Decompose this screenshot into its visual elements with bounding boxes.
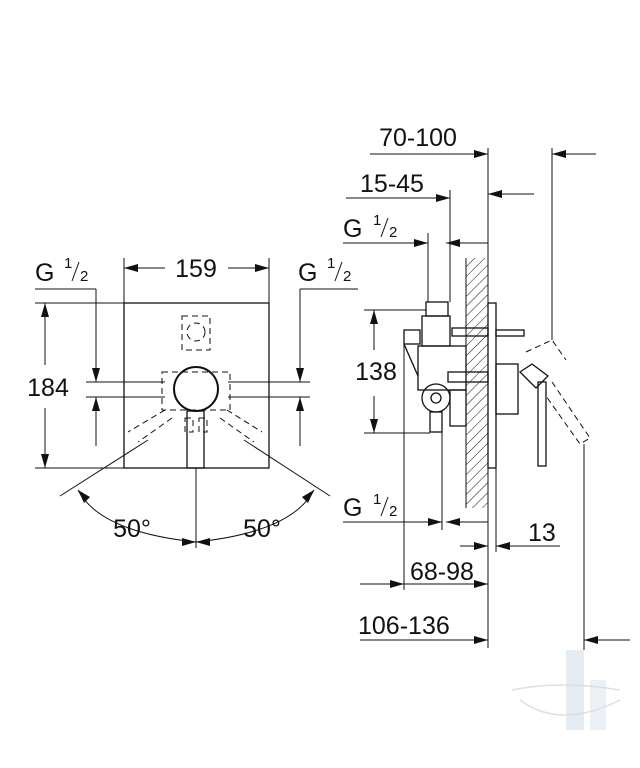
thread-bottom-num: 1 xyxy=(373,491,381,508)
thread-top-main: G xyxy=(343,215,362,243)
thread-right-main: G xyxy=(298,259,317,287)
wall-hatch xyxy=(466,258,488,508)
watermark-logo xyxy=(511,650,621,730)
handle-knob xyxy=(173,366,219,412)
thread-bottom-den: 2 xyxy=(389,503,397,520)
thread-left-den: 2 xyxy=(80,268,88,285)
thread-top-num: 1 xyxy=(373,212,381,229)
thread-left-main: G xyxy=(35,259,54,287)
thread-top-den: 2 xyxy=(389,224,397,241)
height-label: 184 xyxy=(27,374,69,402)
thread-left-num: 1 xyxy=(64,255,72,272)
dim-bottom-label: 106-136 xyxy=(358,612,450,640)
dim-recess-label: 15-45 xyxy=(360,170,424,198)
dim-plate-label: 13 xyxy=(528,519,556,547)
side-valve-body xyxy=(403,301,489,433)
angle-left-label: 50° xyxy=(113,515,151,543)
angle-right-label: 50° xyxy=(243,515,281,543)
cover-plate xyxy=(123,302,270,469)
handle-lever xyxy=(186,410,205,469)
side-view: 70-100 15-45 G 1 2 138 xyxy=(343,124,630,650)
dim-mid-label: 68-98 xyxy=(410,558,474,586)
thread-right-den: 2 xyxy=(343,268,351,285)
valve-body-hidden xyxy=(127,315,263,443)
thread-right-num: 1 xyxy=(327,255,335,272)
side-handle xyxy=(495,329,591,467)
thread-bottom-main: G xyxy=(343,494,362,522)
side-cover-plate xyxy=(487,302,497,469)
dim-height-label: 138 xyxy=(355,358,397,386)
front-view: 159 184 G 1 2 G 1 2 xyxy=(27,255,358,548)
width-label: 159 xyxy=(175,255,217,283)
dim-top-label: 70-100 xyxy=(379,124,457,152)
